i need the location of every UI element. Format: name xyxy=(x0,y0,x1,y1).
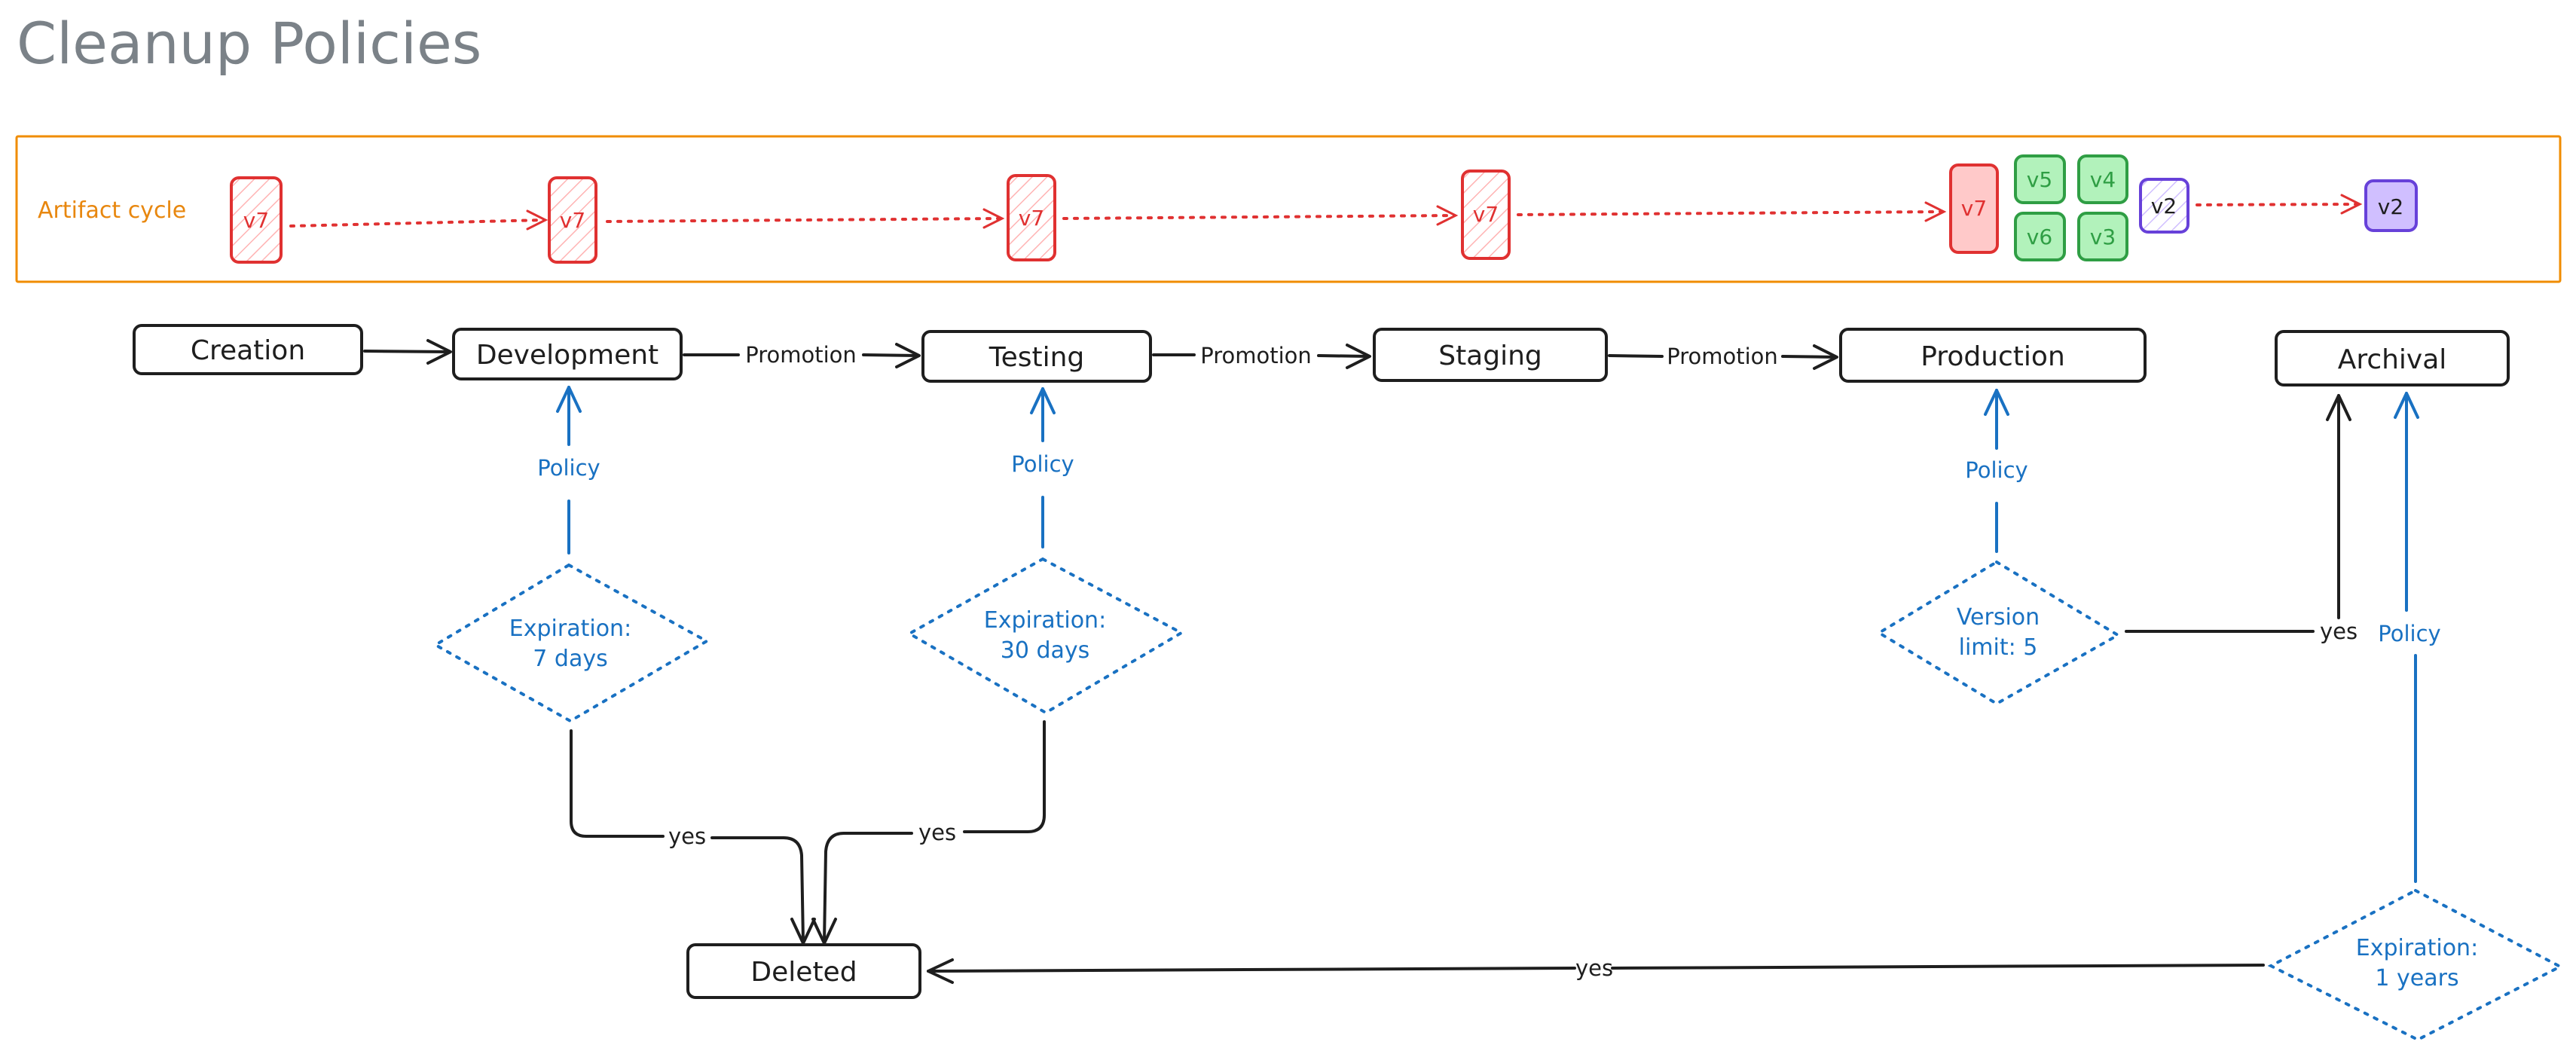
stage-archival[interactable]: Archival xyxy=(2275,330,2510,386)
cycle-version-v6[interactable]: v6 xyxy=(2014,212,2066,261)
artifact-cycle-frame xyxy=(15,135,2562,283)
diamond-prod-version-limit[interactable] xyxy=(1876,560,2121,706)
cycle-arrow-5 xyxy=(2196,203,2360,206)
stage-staging[interactable]: Staging xyxy=(1373,328,1608,382)
svg-text:Archival: Archival xyxy=(2338,344,2447,375)
yes-label-test: yes xyxy=(918,820,956,845)
svg-text:Production: Production xyxy=(1921,341,2065,372)
diamond-test-expiration[interactable] xyxy=(906,557,1185,715)
promotion-label-3: Promotion xyxy=(1667,344,1778,369)
stage-testing[interactable]: Testing xyxy=(921,330,1152,383)
svg-text:v4: v4 xyxy=(2090,167,2116,192)
svg-text:v2: v2 xyxy=(2151,194,2177,218)
yes-label-dev: yes xyxy=(668,823,706,849)
yes-arrow-prod-to-archival xyxy=(2125,394,2351,633)
artifact-cycle-label: Artifact cycle xyxy=(38,197,186,224)
policy-label-archive: Policy xyxy=(2378,621,2440,646)
svg-text:v7: v7 xyxy=(560,208,585,233)
svg-text:v7: v7 xyxy=(243,208,269,233)
promotion-label-2: Promotion xyxy=(1200,343,1312,368)
yes-arrow-dev-to-deleted xyxy=(570,729,816,945)
test-expiration-line2: 30 days xyxy=(1001,637,1090,664)
cycle-arrow-2 xyxy=(606,217,1002,223)
page-title: Cleanup Policies xyxy=(17,10,481,77)
prod-limit-line2: limit: 5 xyxy=(1959,634,2038,661)
yes-arrow-test-to-deleted xyxy=(811,720,1046,945)
promotion-label-1: Promotion xyxy=(745,342,857,368)
svg-text:v6: v6 xyxy=(2027,225,2052,249)
policy-label-dev: Policy xyxy=(537,455,600,481)
yes-label-prod: yes xyxy=(2320,619,2358,644)
cycle-version-v7-1[interactable]: v7 xyxy=(230,176,283,264)
svg-text:v3: v3 xyxy=(2090,225,2116,249)
cycle-version-v7-2[interactable]: v7 xyxy=(548,176,597,264)
cycle-arrows xyxy=(289,194,2363,231)
prod-limit-line1: Version xyxy=(1957,604,2040,631)
svg-text:Testing: Testing xyxy=(989,342,1085,373)
cycle-arrow-4 xyxy=(1517,210,1944,216)
stage-development[interactable]: Development xyxy=(452,328,683,380)
arrow-staging-to-production xyxy=(1608,344,1838,370)
stage-creation[interactable]: Creation xyxy=(133,324,363,375)
archive-expiration-line2: 1 years xyxy=(2375,965,2458,991)
cycle-arrow-3 xyxy=(1062,214,1456,220)
svg-text:v5: v5 xyxy=(2027,167,2052,192)
arrow-creation-to-development xyxy=(363,339,452,365)
cycle-version-v3[interactable]: v3 xyxy=(2077,212,2128,261)
dev-expiration-line1: Expiration: xyxy=(509,616,631,642)
archive-expiration-line1: Expiration: xyxy=(2356,935,2478,961)
svg-text:Development: Development xyxy=(476,340,659,371)
diamond-dev-expiration[interactable] xyxy=(432,563,710,723)
policy-label-test: Policy xyxy=(1011,451,1074,477)
yes-label-archive: yes xyxy=(1575,955,1613,981)
policy-arrow-archive xyxy=(2394,392,2419,883)
svg-text:Creation: Creation xyxy=(191,335,305,366)
cycle-version-v7-4[interactable]: v7 xyxy=(1461,170,1511,260)
policy-arrow-dev xyxy=(556,386,582,554)
arrow-testing-to-staging xyxy=(1152,344,1371,369)
policy-label-prod: Policy xyxy=(1965,457,2027,483)
cycle-arrow-1 xyxy=(289,218,545,228)
cycle-version-v2-hatched[interactable]: v2 xyxy=(2139,178,2189,234)
yes-arrow-archive-to-deleted xyxy=(927,958,2265,984)
stage-production[interactable]: Production xyxy=(1839,328,2147,383)
svg-text:v7: v7 xyxy=(1019,206,1044,231)
cycle-version-v2-archived[interactable]: v2 xyxy=(2364,179,2418,232)
cycle-version-v7-5[interactable]: v7 xyxy=(1949,163,1999,254)
policy-arrow-prod xyxy=(1984,389,2009,553)
cycle-version-v4[interactable]: v4 xyxy=(2077,154,2128,204)
diamond-archive-expiration[interactable] xyxy=(2267,888,2564,1042)
policy-arrow-test xyxy=(1030,387,1056,548)
dev-expiration-line2: 7 days xyxy=(533,646,607,672)
arrow-development-to-testing xyxy=(683,343,921,368)
svg-text:v2: v2 xyxy=(2378,194,2403,219)
svg-text:Deleted: Deleted xyxy=(750,957,857,988)
svg-text:v7: v7 xyxy=(1473,202,1499,227)
cycle-version-v7-3[interactable]: v7 xyxy=(1007,174,1056,261)
test-expiration-line1: Expiration: xyxy=(984,607,1106,634)
stage-deleted[interactable]: Deleted xyxy=(686,943,921,999)
cycle-version-v5[interactable]: v5 xyxy=(2014,154,2066,204)
svg-text:Staging: Staging xyxy=(1438,341,1542,371)
svg-text:v7: v7 xyxy=(1961,196,1987,221)
